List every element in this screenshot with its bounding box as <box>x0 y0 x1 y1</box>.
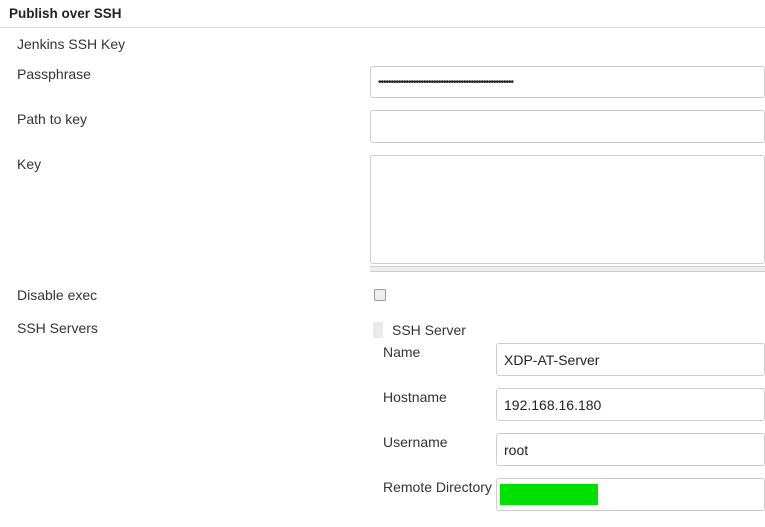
section-title: Publish over SSH <box>9 6 122 21</box>
textarea-resize-handle[interactable] <box>370 266 765 272</box>
ssh-servers-label: SSH Servers <box>17 320 98 336</box>
server-name-input[interactable]: XDP-AT-Server <box>496 343 765 376</box>
disable-exec-checkbox[interactable] <box>374 289 386 301</box>
path-to-key-input[interactable] <box>370 110 765 143</box>
passphrase-label: Passphrase <box>17 66 91 82</box>
hostname-label: Hostname <box>383 389 447 405</box>
ssh-server-header: SSH Server <box>392 322 466 338</box>
remote-directory-label: Remote Directory <box>383 479 492 495</box>
username-input[interactable]: root <box>496 433 765 466</box>
server-name-label: Name <box>383 344 421 360</box>
key-textarea[interactable] <box>370 155 765 264</box>
passphrase-input[interactable]: ••••••••••••••••••••••••••••••••••••••••… <box>370 66 765 98</box>
hostname-input[interactable]: 192.168.16.180 <box>496 388 765 421</box>
disable-exec-label: Disable exec <box>17 287 98 303</box>
path-to-key-label: Path to key <box>17 111 88 127</box>
username-label: Username <box>383 434 448 450</box>
section-divider <box>0 27 765 28</box>
drag-handle-icon[interactable] <box>373 322 383 338</box>
jenkins-ssh-key-label: Jenkins SSH Key <box>17 36 126 52</box>
key-label: Key <box>17 156 42 172</box>
redacted-value <box>500 484 598 505</box>
remote-directory-input[interactable] <box>496 478 765 511</box>
